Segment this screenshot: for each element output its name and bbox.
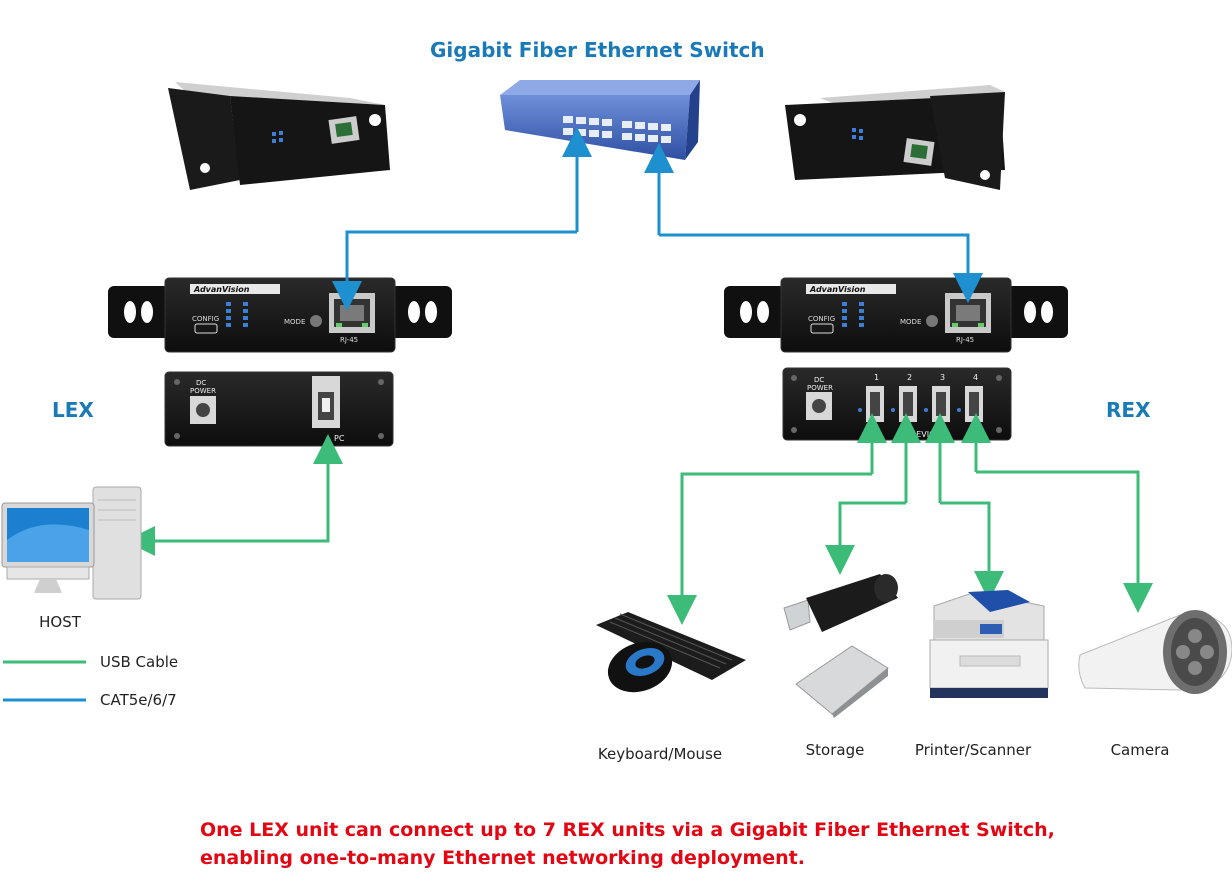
camera-label: Camera xyxy=(1110,741,1170,759)
usb-cable-host xyxy=(125,455,330,556)
lex-front-panel: AdvanVision CONFIG MODE RJ-45 xyxy=(108,277,452,353)
ethernet-switch xyxy=(500,80,700,160)
lex-brand: AdvanVision xyxy=(193,285,250,294)
rex-rj45-label: RJ-45 xyxy=(956,336,974,344)
keyboard-mouse-label: Keyboard/Mouse xyxy=(597,745,723,763)
storage-icon xyxy=(783,574,898,718)
rex-config-label: CONFIG xyxy=(808,315,835,323)
rex-port-4: 4 xyxy=(973,373,978,382)
usb-cable-keyboard xyxy=(667,472,872,625)
rex-unit-perspective xyxy=(785,85,1005,190)
rex-port-1: 1 xyxy=(874,373,879,382)
footer-line-2: enabling one-to-many Ethernet networking… xyxy=(200,847,805,869)
rex-power-label: POWER xyxy=(807,384,833,392)
rex-device-label: DEVICE xyxy=(910,430,940,439)
cat-cables xyxy=(332,127,983,311)
legend xyxy=(3,660,86,702)
printer-scanner-label: Printer/Scanner xyxy=(914,741,1032,759)
usb-cable-printer xyxy=(940,501,1004,601)
rex-brand: AdvanVision xyxy=(809,285,866,294)
rex-front-panel: AdvanVision CONFIG MODE RJ-45 xyxy=(724,277,1068,353)
keyboard-mouse-icon xyxy=(596,612,746,693)
lex-rj45-label: RJ-45 xyxy=(340,336,358,344)
usb-cables xyxy=(125,413,1153,625)
lex-unit-perspective xyxy=(168,82,390,190)
camera-icon xyxy=(1078,610,1232,694)
storage-label: Storage xyxy=(805,741,865,759)
lex-pc-label: PC xyxy=(334,434,345,443)
printer-scanner-icon xyxy=(929,590,1049,698)
lex-power-label: POWER xyxy=(190,387,216,395)
host-computer-icon xyxy=(1,486,142,600)
rex-port-3: 3 xyxy=(940,373,945,382)
rex-port-2: 2 xyxy=(907,373,912,382)
lex-config-label: CONFIG xyxy=(192,315,219,323)
rex-dc-label: DC xyxy=(814,376,824,384)
diagram-title: Gigabit Fiber Ethernet Switch xyxy=(430,38,765,62)
lex-back-panel: DC POWER PC xyxy=(164,371,394,447)
footer-note: One LEX unit can connect up to 7 REX uni… xyxy=(200,816,1055,872)
rex-label: REX xyxy=(1106,398,1151,422)
lex-mode-label: MODE xyxy=(284,318,305,326)
footer-line-1: One LEX unit can connect up to 7 REX uni… xyxy=(200,819,1055,841)
usb-cable-camera xyxy=(976,470,1153,613)
rex-mode-label: MODE xyxy=(900,318,921,326)
legend-usb-label: USB Cable xyxy=(100,653,179,671)
usb-cable-storage xyxy=(825,501,906,575)
lex-dc-label: DC xyxy=(196,379,206,387)
legend-cat-label: CAT5e/6/7 xyxy=(100,691,177,709)
lex-label: LEX xyxy=(52,398,94,422)
host-label: HOST xyxy=(39,613,81,631)
